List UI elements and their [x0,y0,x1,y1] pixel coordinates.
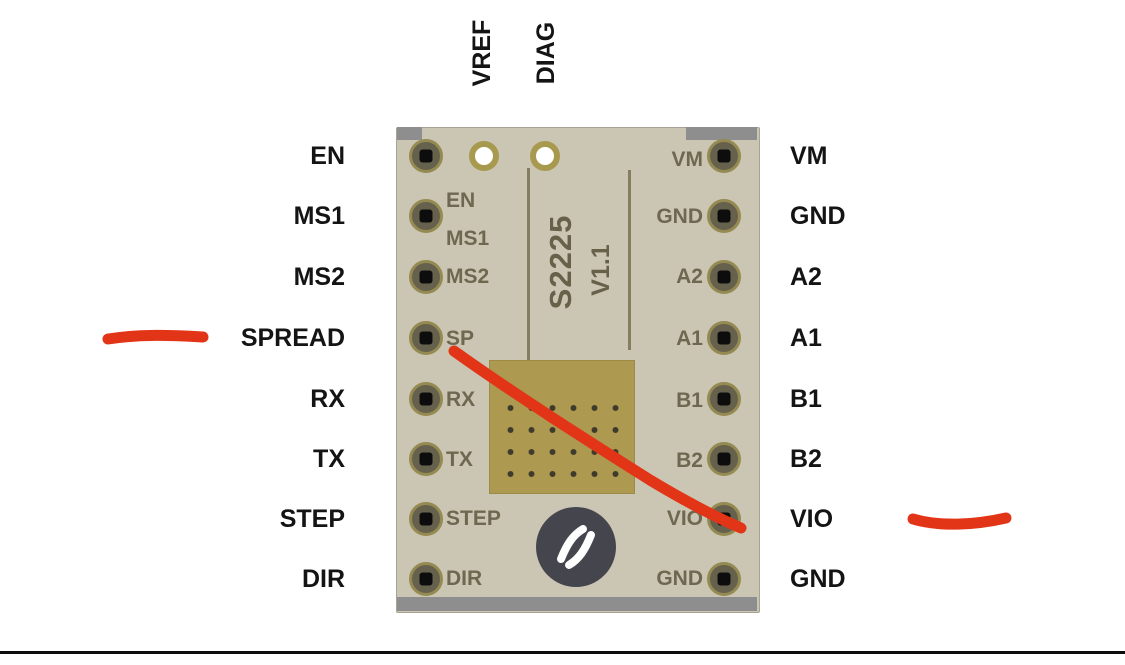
silk-label-gnd-top: GND [656,205,703,228]
silk-label-dir: DIR [446,567,483,590]
pad-gnd-bottom [707,562,741,596]
header-tab-top-right [686,127,757,140]
pin-label-ms2: MS2 [293,263,345,291]
pad-ms1 [409,199,443,233]
pad-b2 [707,442,741,476]
pin-label-dir: DIR [301,565,345,593]
pad-gnd-top [707,199,741,233]
silk-label-vm: VM [671,148,704,171]
header-tab-bottom [397,597,757,611]
pin-label-a1: A1 [790,324,822,352]
pad-a1 [707,321,741,355]
pin-label-vref: VREF [468,19,496,87]
silk-label-step: STEP [446,507,501,530]
pad-tx [409,442,443,476]
pin-label-vio: VIO [790,505,834,533]
pin-label-diag: DIAG [532,21,560,85]
hole-diag [530,141,560,171]
silk-label-gnd-bot: GND [656,567,703,590]
pad-vio [707,502,741,536]
pad-ms2 [409,260,443,294]
pad-rx [409,382,443,416]
pin-label-a2: A2 [790,263,822,291]
pad-dir [409,562,443,596]
silk-label-a1: A1 [676,327,703,350]
silk-label-tx: TX [446,448,473,471]
pin-label-vm: VM [790,142,828,170]
pad-a2 [707,260,741,294]
pad-vm [707,139,741,173]
hole-vref [469,141,499,171]
pin-label-b2: B2 [790,445,822,473]
pin-label-spread: SPREAD [240,324,345,352]
header-tab-top-left [397,127,422,140]
pin-label-gnd-top: GND [790,202,846,230]
pad-en [409,139,443,173]
silk-label-en: EN [446,189,476,212]
pad-step [409,502,443,536]
silk-label-ms2: MS2 [446,265,490,288]
silk-label-rx: RX [446,388,476,411]
silk-label-b1: B1 [676,389,703,412]
silk-label-a2: A2 [676,265,703,288]
pad-b1 [707,382,741,416]
pin-label-rx: RX [310,385,345,413]
silk-trace-right [628,170,631,350]
silk-label-b2: B2 [676,449,703,472]
silk-label-ms1: MS1 [446,227,490,250]
pin-label-gnd-bot: GND [790,565,846,593]
silk-label-vio: VIO [666,507,703,530]
bottom-divider [0,651,1125,654]
pin-label-tx: TX [313,445,345,473]
pin-label-b1: B1 [790,385,822,413]
pin-label-ms1: MS1 [293,202,345,230]
pin-label-step: STEP [279,505,345,533]
silk-trace-left [527,168,530,362]
chip-name-silk: S2225 [543,214,578,310]
pin-label-en: EN [310,142,345,170]
pad-spread [409,321,443,355]
copper-thermal-pad [489,360,635,494]
silk-label-sp: SP [446,327,475,350]
